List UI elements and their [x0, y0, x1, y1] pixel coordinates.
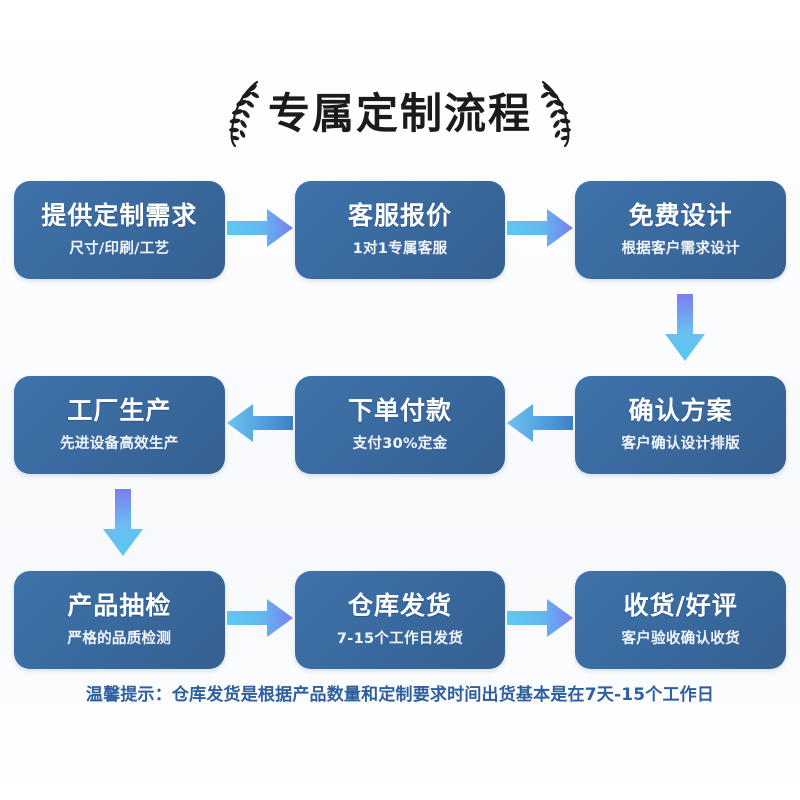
step-title: 产品抽检	[67, 590, 172, 620]
laurel-branch-left-icon	[226, 80, 260, 148]
step-title: 提供定制需求	[41, 200, 198, 230]
arrow-right-icon	[505, 205, 575, 256]
step-title: 确认方案	[628, 395, 733, 425]
step-title: 客服报价	[348, 200, 453, 230]
step-title: 免费设计	[628, 200, 733, 230]
step-title: 下单付款	[348, 395, 453, 425]
footer-note: 温馨提示：仓库发货是根据产品数量和定制要求时间出货基本是在7天-15个工作日	[85, 685, 715, 705]
step-subtitle: 根据客户需求设计	[621, 241, 740, 258]
step-title: 工厂生产	[67, 395, 172, 425]
flow-connector-row-2-to-3	[0, 485, 800, 560]
flow-step-provide-requirements[interactable]: 提供定制需求 尺寸/印刷/工艺	[14, 181, 225, 279]
step-subtitle: 严格的品质检测	[67, 631, 172, 648]
flow-step-receive-review[interactable]: 收货/好评 客户验收确认收货	[575, 571, 787, 669]
arrow-right-icon	[505, 595, 575, 646]
flow-step-confirm-plan[interactable]: 确认方案 客户确认设计排版	[575, 376, 787, 474]
flow-row-3: 产品抽检 严格的品质检测 仓库发货 7-15个工作日发货 收货/好评 客户验收确…	[0, 560, 800, 680]
arrow-right-icon	[225, 205, 295, 256]
arrow-right-icon	[225, 595, 295, 646]
step-subtitle: 支付30%定金	[352, 436, 448, 453]
flow-step-free-design[interactable]: 免费设计 根据客户需求设计	[575, 181, 787, 279]
step-subtitle: 先进设备高效生产	[60, 436, 179, 453]
flow-row-1: 提供定制需求 尺寸/印刷/工艺 客服报价 1对1专属客服 免费设计 根据客户需求…	[0, 170, 800, 290]
flow-step-service-quote[interactable]: 客服报价 1对1专属客服	[294, 181, 506, 279]
step-title: 收货/好评	[623, 590, 738, 620]
arrow-down-icon	[662, 292, 708, 364]
step-title: 仓库发货	[348, 590, 453, 620]
arrow-left-icon	[225, 400, 295, 451]
flow-step-place-order-payment[interactable]: 下单付款 支付30%定金	[294, 376, 506, 474]
step-subtitle: 尺寸/印刷/工艺	[69, 241, 170, 258]
step-subtitle: 1对1专属客服	[352, 241, 448, 258]
process-flow-grid: 提供定制需求 尺寸/印刷/工艺 客服报价 1对1专属客服 免费设计 根据客户需求…	[0, 170, 800, 680]
flow-connector-row-1-to-2	[0, 290, 800, 365]
flow-step-product-inspection[interactable]: 产品抽检 严格的品质检测	[14, 571, 225, 669]
flow-row-2: 工厂生产 先进设备高效生产 下单付款 支付30%定金 确认方案 客户确认设计排版	[0, 365, 800, 485]
arrow-down-icon	[100, 487, 146, 559]
step-subtitle: 客户验收确认收货	[621, 631, 740, 648]
flow-step-warehouse-shipping[interactable]: 仓库发货 7-15个工作日发货	[294, 571, 506, 669]
step-subtitle: 7-15个工作日发货	[336, 631, 464, 648]
flow-step-factory-production[interactable]: 工厂生产 先进设备高效生产	[14, 376, 225, 474]
laurel-branch-right-icon	[540, 80, 574, 148]
page-title-group: 专属定制流程	[0, 78, 800, 150]
arrow-left-icon	[505, 400, 575, 451]
step-subtitle: 客户确认设计排版	[621, 436, 740, 453]
page-title: 专属定制流程	[267, 89, 532, 138]
